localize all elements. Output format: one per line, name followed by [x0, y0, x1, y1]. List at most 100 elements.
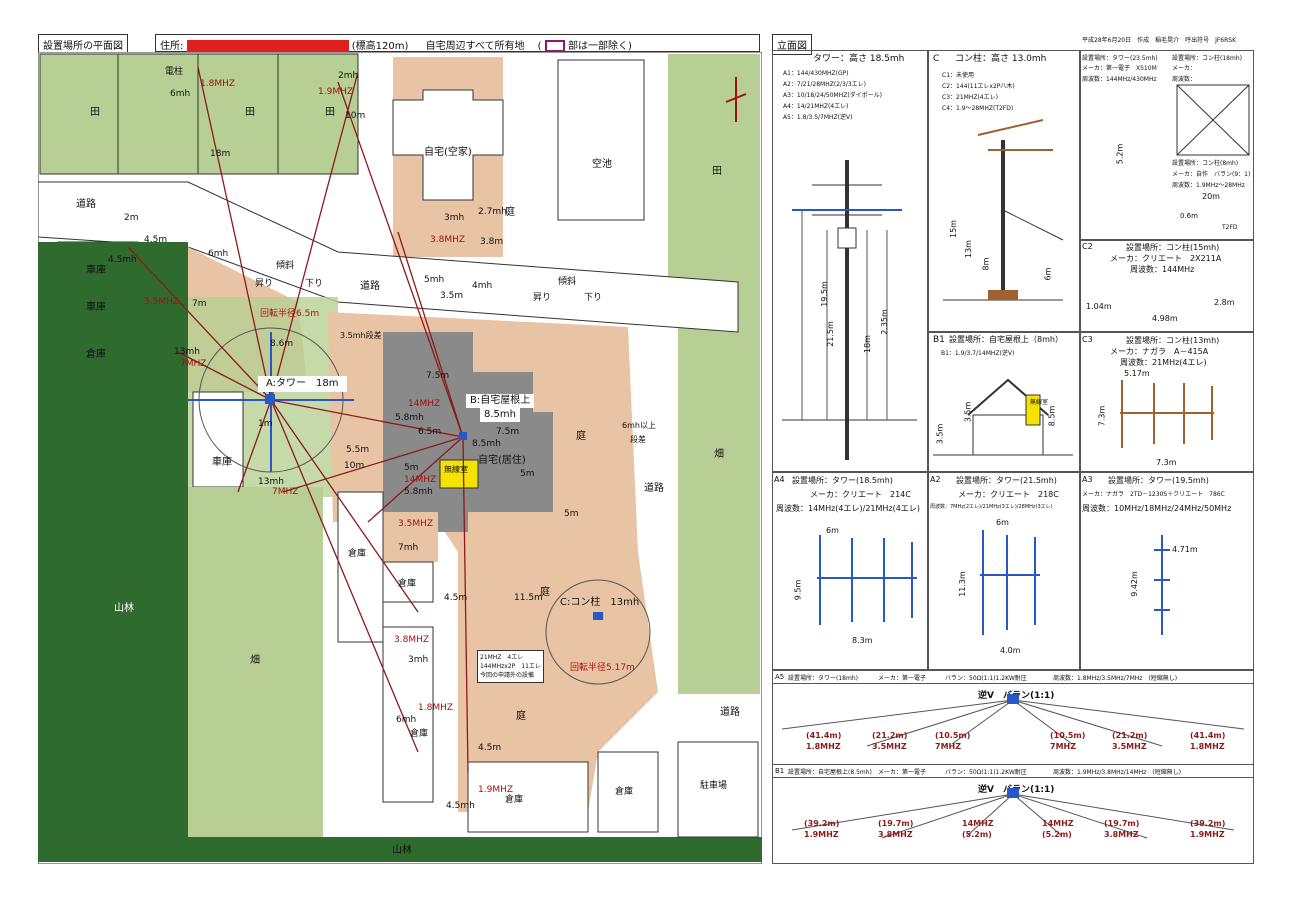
a5-freq: 周波数：1.8MHz/3.5MHz/7MHz (短縮無し) [1053, 675, 1178, 682]
con-dim-2: 13m [963, 240, 973, 258]
measure-label: 7MHZ [272, 487, 299, 497]
tower-elevation: タワー：高さ 18.5mh [772, 50, 928, 472]
note-line3: 今回の申請外の設備 [480, 672, 535, 679]
wire-band: 1.8MHZ [806, 742, 841, 751]
measure-label: 4.5mh [108, 255, 137, 265]
measure-label: 5m [520, 469, 535, 479]
tower-head: タワー：高さ 18.5mh [813, 54, 905, 64]
doc-date: 平成28年6月20日 作成 稲毛晃介 呼出符号 JF6RSK [1082, 37, 1237, 44]
roof-list: B1：1.9/3.7/14MHZ(逆V) [941, 350, 1015, 357]
label-roof1: B:自宅屋根上 [466, 394, 535, 408]
roof-dim-2: 3.5m [963, 401, 973, 423]
label-garden-mid: 庭 [576, 431, 586, 442]
wire-band: (5.2m) [1042, 830, 1072, 839]
measure-label: 7.5m [496, 427, 520, 437]
roof-dim-1: 3.5m [935, 423, 945, 445]
measure-label: 7.5m [426, 371, 450, 381]
a5-tag: A5 [775, 673, 785, 681]
measure-label: 13mh [258, 477, 284, 487]
wire-band: (5.2m) [962, 830, 992, 839]
shed-b [382, 561, 434, 603]
c4-place: 設置場所：コン柱(8mh) [1172, 160, 1239, 167]
radio-room [439, 459, 479, 489]
a3-dipole-drawing [1154, 535, 1170, 635]
label-step2a: 6mh以上 [622, 421, 656, 430]
label-field2: 畑 [714, 449, 724, 460]
roof-drawing [933, 378, 1073, 456]
c2-freq: 周波数：144MHz [1130, 265, 1195, 274]
con-dim-3: 8m [981, 257, 991, 271]
tower-dim-2: 21.5m [825, 321, 835, 347]
roof-dim-3: 8.5m [1047, 405, 1057, 427]
label-up1: 昇り [255, 279, 274, 289]
tower-list: A1：144/430MHZ(GP) A2：7/21/28MHZ(2/3/3エレ)… [783, 68, 882, 123]
spec-a4 [772, 472, 928, 670]
measure-label: 6mh [208, 249, 229, 259]
measure-label: 1.9MHZ [318, 87, 354, 97]
label-storage6: 倉庫 [615, 787, 634, 797]
measure-label: 5.8mh [404, 487, 433, 497]
label-radio-room: 無線室 [444, 465, 468, 474]
measure-label: 7MHZ [180, 359, 207, 369]
measure-label: 7mh [398, 543, 419, 553]
c1-maker: メーカ： [1172, 65, 1197, 72]
measure-label: 7m [192, 299, 207, 309]
lot-lower1 [378, 512, 438, 562]
tower-list-5: A5：1.8/3.5/7MHZ(逆V) [783, 114, 853, 121]
measure-label: 1m [258, 419, 273, 429]
label-denchu: 電柱 [165, 67, 184, 77]
a1-freq: 周波数：144MHz/430MHz [1082, 76, 1157, 83]
wire-band: 7MHZ [935, 742, 962, 751]
measure-label: 1.8MHZ [200, 79, 236, 89]
label-storage4: 倉庫 [410, 729, 429, 739]
c1-unused-cross [1176, 84, 1250, 156]
con-dim-4: 6m [1043, 267, 1053, 281]
legend-suffix: 部は一部除く) [567, 41, 632, 52]
legend-swatch [544, 40, 565, 52]
note-line1: 21MHZ 4エレ [480, 654, 524, 661]
empty-house [392, 89, 504, 201]
c3-dim-3: 7.3m [1156, 458, 1177, 467]
label-up2: 昇り [533, 293, 552, 303]
main-house-roof [383, 332, 553, 532]
tower-list-1: A1：144/430MHZ(GP) [783, 70, 849, 77]
tower-list-3: A3：10/18/24/50MHZ(ダイポール) [783, 92, 883, 99]
parking [677, 741, 759, 838]
label-road-mid: 道路 [360, 281, 380, 292]
address-redacted [186, 40, 349, 52]
b1-balun: バラン：50Ω(1:1)1.2KW耐圧 [945, 769, 1027, 776]
measure-label: 13mh [174, 347, 200, 357]
c2-dim-1: 1.04m [1086, 302, 1112, 311]
tower-list-2: A2：7/21/28MHZ(2/3/3エレ) [783, 81, 867, 88]
legend-open: ( [537, 41, 542, 52]
label-ta-right: 田 [712, 166, 722, 177]
address-label: 住所: [160, 41, 184, 52]
a4-freq: 周波数：14MHz(4エレ)/21MHz(4エレ) [776, 504, 920, 513]
label-road-left: 道路 [76, 199, 96, 210]
a3-dim-2: 9.42m [1129, 571, 1139, 597]
label-storage1: 倉庫 [86, 349, 106, 360]
measure-label: 5m [564, 509, 579, 519]
c3-tag: C3 [1082, 335, 1093, 344]
a2-dim-2: 11.3m [957, 571, 967, 597]
measure-label: 8.6m [270, 339, 294, 349]
b1-freq: 周波数：1.9MHz/3.8MHz/14MHz (短縮無し) [1053, 769, 1181, 776]
con-head: コン柱：高さ 13.0mh [955, 54, 1047, 64]
measure-label: 4mh [472, 281, 493, 291]
wire-lines [127, 66, 469, 773]
note-line2: 144MHzx2P 11エレ [480, 663, 541, 670]
wire-length: 14MHZ [962, 819, 994, 828]
measure-label: 5.8mh [395, 413, 424, 423]
label-tower: A:タワー 18m [258, 376, 347, 392]
shed-c [382, 626, 434, 803]
label-storage2: 倉庫 [348, 549, 367, 559]
garage-tower [192, 391, 244, 488]
label-field1: 畑 [250, 655, 260, 666]
label-road-bottom-right: 道路 [720, 707, 740, 718]
c3-dim-2: 7.3m [1097, 405, 1107, 427]
measure-label: 3.8MHZ [394, 635, 430, 645]
label-con-pole: C:コン柱 13mh [560, 597, 640, 608]
measure-label: 3.8MHZ [430, 235, 466, 245]
c2-tag: C2 [1082, 242, 1093, 251]
measure-label: 2m [124, 213, 139, 223]
